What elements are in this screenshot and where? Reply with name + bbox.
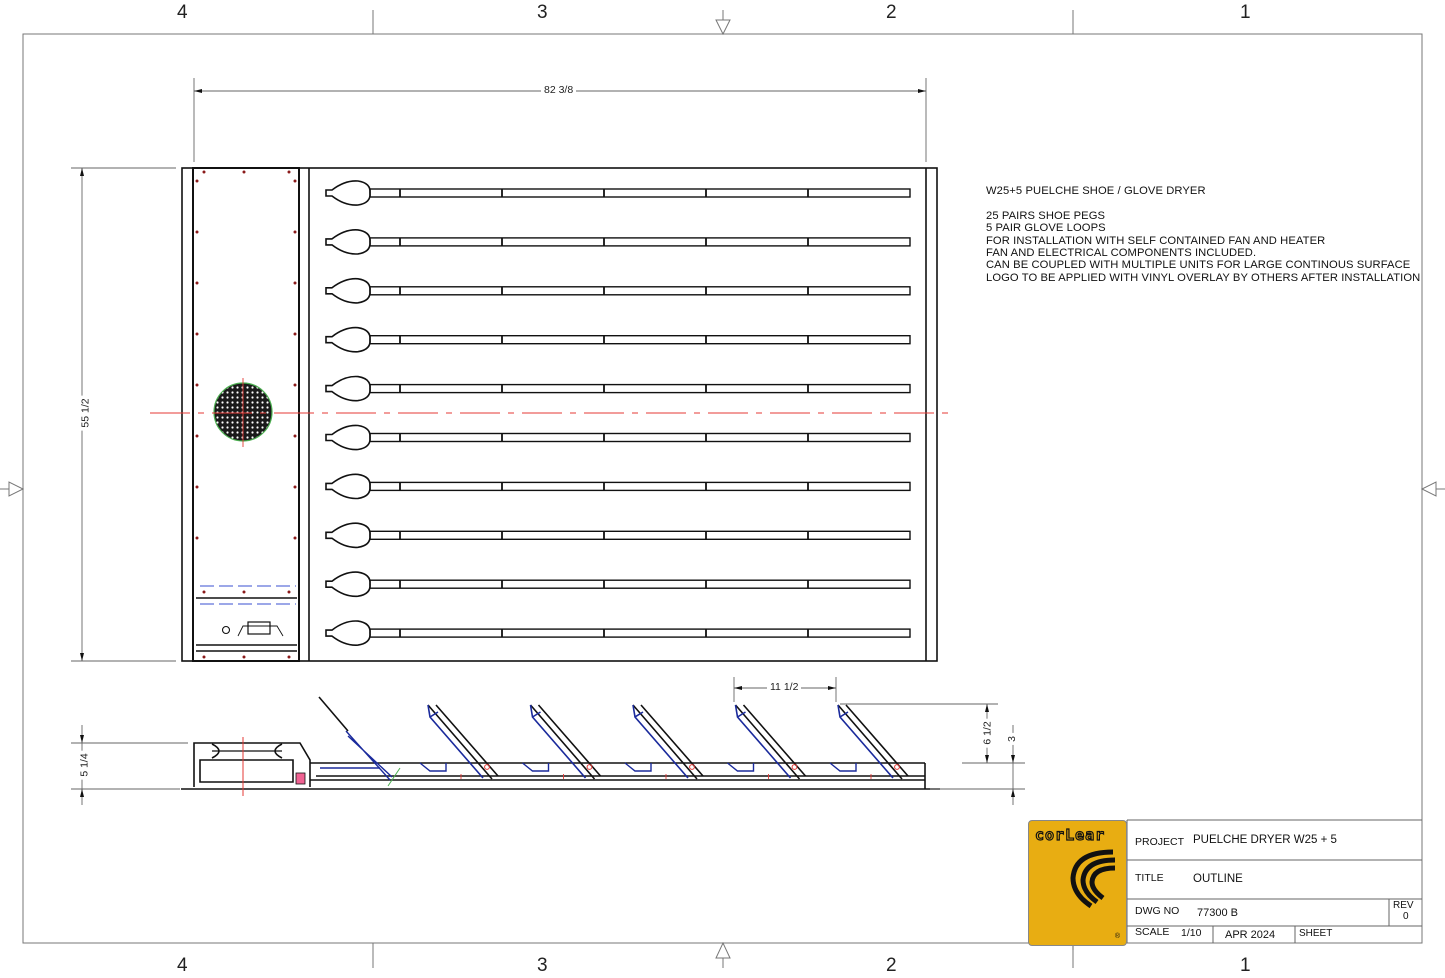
peg-row [325,375,911,402]
zone-bottom-2: 2 [886,955,897,976]
zone-bottom-1: 1 [1240,955,1251,976]
zone-top-3: 3 [537,2,548,23]
title-label: TITLE [1135,872,1164,884]
notes-title: W25+5 PUELCHE SHOE / GLOVE DRYER [986,185,1206,197]
side-peg [727,704,807,780]
dwg-no-value: 77300 B [1197,907,1238,919]
peg-rows [325,180,911,646]
title-value: OUTLINE [1193,873,1243,885]
peg-row [325,180,911,206]
dim-overall-height: 55 1/2 [79,395,92,431]
side-peg [419,704,499,780]
zone-top-2: 2 [886,2,897,23]
company-logo: corLear ® [1028,820,1127,946]
peg-row [325,522,911,549]
side-peg [522,704,602,780]
zone-bottom-3: 3 [537,955,548,976]
project-label: PROJECT [1135,836,1185,848]
scale-label: SCALE [1135,926,1170,938]
dwg-no-label: DWG NO [1135,905,1180,917]
side-view [181,696,940,790]
title-block-grid [1072,819,1422,950]
rev-label: REV [1393,900,1414,911]
note-line: FAN AND ELECTRICAL COMPONENTS INCLUDED. [986,247,1257,260]
note-line: 5 PAIR GLOVE LOOPS [986,222,1106,235]
note-line: CAN BE COUPLED WITH MULTIPLE UNITS FOR L… [986,259,1411,272]
logo-c-mark-icon [1070,849,1116,909]
scale-value: 1/10 [1181,927,1202,939]
peg-row [325,620,911,646]
hidden-lines-top [200,585,296,605]
peg-row [325,326,911,353]
side-peg [624,704,704,780]
dim-peg-spacing: 11 1/2 [767,681,802,693]
peg-row [325,277,911,304]
dim-peg-rise: 6 1/2 [981,718,994,748]
project-value: PUELCHE DRYER W25 + 5 [1193,834,1337,846]
note-line: FOR INSTALLATION WITH SELF CONTAINED FAN… [986,234,1326,247]
peg-row [325,424,911,451]
zone-bottom-4: 4 [177,955,188,976]
sheet-label: SHEET [1299,928,1333,939]
date-value: APR 2024 [1225,929,1276,941]
drawing-notes: W25+5 PUELCHE SHOE / GLOVE DRYER 25 PAIR… [986,185,1420,284]
zone-top-1: 1 [1240,2,1251,23]
registered-mark: ® [1114,933,1120,940]
dim-overall-width: 82 3/8 [541,84,577,96]
fastener-dots [195,170,297,659]
centerline [150,378,955,447]
note-line: 25 PAIRS SHOE PEGS [986,209,1106,222]
dim-fan-box-height: 5 1/4 [78,750,91,780]
peg-row [325,571,911,598]
peg-row [325,473,911,500]
side-peg [829,704,909,780]
top-view [181,167,938,662]
rev-value: 0 [1403,911,1409,922]
sheet-border [0,10,1445,968]
note-line: LOGO TO BE APPLIED WITH VINYL OVERLAY BY… [986,271,1421,284]
side-peg-open [320,730,401,787]
zone-top-4: 4 [177,2,188,23]
heater-element [295,772,306,785]
dim-base-height: 3 [1005,733,1018,745]
side-pegs [320,704,909,787]
dimension-lines [71,78,1025,805]
peg-row [325,229,911,255]
logo-wordmark: corLear [1034,825,1106,844]
